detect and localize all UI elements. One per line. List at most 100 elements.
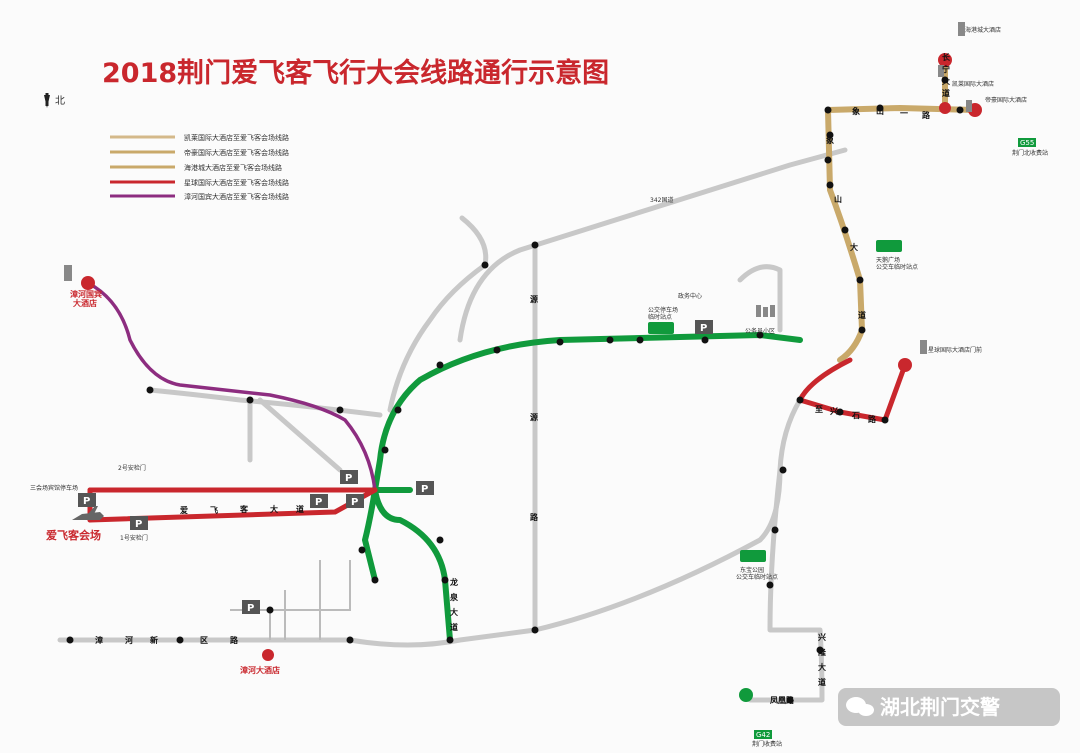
legend-item: 海港城大酒店至爱飞客会场线路: [184, 163, 282, 172]
building-icon: [64, 22, 972, 354]
g55-text: 荆门北收费站: [1012, 149, 1048, 157]
hotel-marker-kailai: [939, 102, 951, 114]
label-gongwu: 公务员小区: [745, 327, 775, 335]
toll-marker: [739, 688, 753, 702]
road-char: 道: [296, 504, 304, 514]
parking-icon: P: [78, 493, 96, 507]
road-char: 宁: [942, 64, 950, 74]
gray-roads: [57, 147, 848, 703]
svg-text:P: P: [315, 497, 322, 508]
road-char: 大: [818, 662, 826, 672]
g55-badge: G55 荆门北收费站: [1012, 138, 1048, 157]
north-label: 北: [55, 95, 65, 107]
parking-icons: P P P P P P P P: [78, 320, 713, 614]
parking-icon: P: [416, 481, 434, 495]
label-haigang: 海港城大酒店: [965, 26, 1001, 34]
hotel-marker-haigang: [938, 53, 952, 67]
label-gate2: 2号安检门: [118, 464, 146, 472]
chat-icon: [846, 697, 874, 716]
svg-text:P: P: [700, 323, 707, 334]
road-char: 山: [834, 194, 842, 204]
g42-label: G42: [756, 731, 770, 739]
road-char: 象: [826, 135, 834, 145]
road-char: 漳: [95, 635, 103, 645]
road-char: 道: [450, 622, 458, 632]
label-dongbao-line2: 公交车临时站点: [736, 573, 778, 581]
road-char: 大: [450, 607, 458, 617]
svg-text:P: P: [421, 484, 428, 495]
hotel-marker-xingqiu: [898, 358, 912, 372]
label-venue: 爱飞客会场: [46, 528, 101, 542]
svg-text:P: P: [351, 497, 358, 508]
road-char: 石: [851, 411, 860, 420]
road-char: 泉: [449, 592, 459, 602]
svg-text:P: P: [83, 496, 90, 507]
road-char: 道: [942, 88, 950, 98]
airplane-icon: [72, 506, 104, 520]
parking-icon: P: [310, 494, 328, 508]
road-char: 至: [815, 405, 823, 414]
label-zhengwu: 政务中心: [678, 292, 702, 300]
road-char: 客: [239, 504, 249, 514]
hotel-marker-zhanghe: [262, 649, 274, 661]
road-char: 大: [942, 76, 950, 86]
road-char: 源: [530, 412, 538, 422]
road-name-fenghuang: 凤凰路: [770, 695, 795, 705]
road-char: 路: [922, 110, 931, 120]
label-kailai: 凯莱国际大酒店: [952, 80, 994, 88]
map-title: 2018荆门爱飞客飞行大会线路通行示意图: [102, 57, 609, 89]
legend: 凯莱国际大酒店至爱飞客会场线路 帝豪国际大酒店至爱飞客会场线路 海港城大酒店至爱…: [110, 133, 289, 201]
bus-icon: [648, 240, 902, 562]
road-char: 山: [876, 106, 884, 116]
road-char: 河: [125, 635, 133, 645]
label-tianmen-line2: 公交车临时站点: [876, 263, 918, 271]
junction-dots: [66, 76, 964, 704]
road-char: 龙: [449, 577, 458, 587]
svg-text:P: P: [247, 603, 254, 614]
road-char: 路: [868, 414, 877, 424]
legend-item: 漳河国宾大酒店至爱飞客会场线路: [184, 192, 289, 201]
label-zhanghe-guobin-line1: 漳河国宾: [70, 289, 102, 299]
road-char: 道: [858, 310, 866, 320]
road-name-342: 342国道: [650, 196, 673, 204]
watermark-text: 湖北荆门交警: [880, 695, 1000, 719]
label-zhanghe-guobin-line2: 大酒店: [73, 298, 97, 308]
hotel-markers: [81, 53, 982, 702]
legend-item: 星球国际大酒店至爱飞客会场线路: [184, 178, 289, 187]
road-char: 长: [942, 52, 951, 62]
road-labels: 象 山 一 路 象 山 大 道 长 宁 大 道 至 兴 石 路 兴 隆 大 道 …: [95, 52, 951, 705]
legend-item: 凯莱国际大酒店至爱飞客会场线路: [184, 133, 289, 142]
label-gongjiao-line2: 临时站点: [648, 313, 672, 321]
watermark: 湖北荆门交警: [838, 688, 1060, 726]
road-char: 源: [530, 294, 538, 304]
road-char: 大: [850, 242, 858, 252]
parking-icon: P: [130, 516, 148, 530]
g55-label: G55: [1020, 139, 1034, 147]
g42-text: 荆门收费站: [752, 740, 782, 748]
label-sanhui: 三会场宾馆停车场: [30, 484, 78, 492]
road-char: 区: [200, 636, 208, 645]
road-char: 道: [818, 677, 826, 687]
label-dihao: 帝豪国际大酒店: [985, 96, 1027, 104]
label-tianmen-line1: 天鹅广场: [876, 256, 900, 264]
road-char: 飞: [210, 506, 218, 515]
g42-badge: G42 荆门收费站: [752, 730, 782, 748]
label-xingqiu: 星球国际大酒店门前: [928, 346, 982, 354]
road-char: 兴: [818, 632, 826, 642]
parking-icon: P: [695, 320, 713, 334]
purple-route: [86, 281, 377, 492]
legend-item: 帝豪国际大酒店至爱飞客会场线路: [184, 148, 289, 157]
parking-icon: P: [340, 470, 358, 484]
road-char: 象: [852, 106, 860, 116]
road-char: 兴: [830, 406, 838, 416]
road-char: 隆: [818, 647, 827, 657]
label-zhanghe-hotel: 漳河大酒店: [240, 665, 280, 675]
road-char: 大: [270, 504, 278, 514]
hotel-marker-zhanghe-guobin: [81, 276, 95, 290]
road-char: 新: [150, 635, 158, 645]
road-char: 爱: [180, 505, 188, 515]
svg-text:P: P: [345, 473, 352, 484]
road-char: 路: [230, 635, 239, 645]
parking-icon: P: [242, 600, 260, 614]
